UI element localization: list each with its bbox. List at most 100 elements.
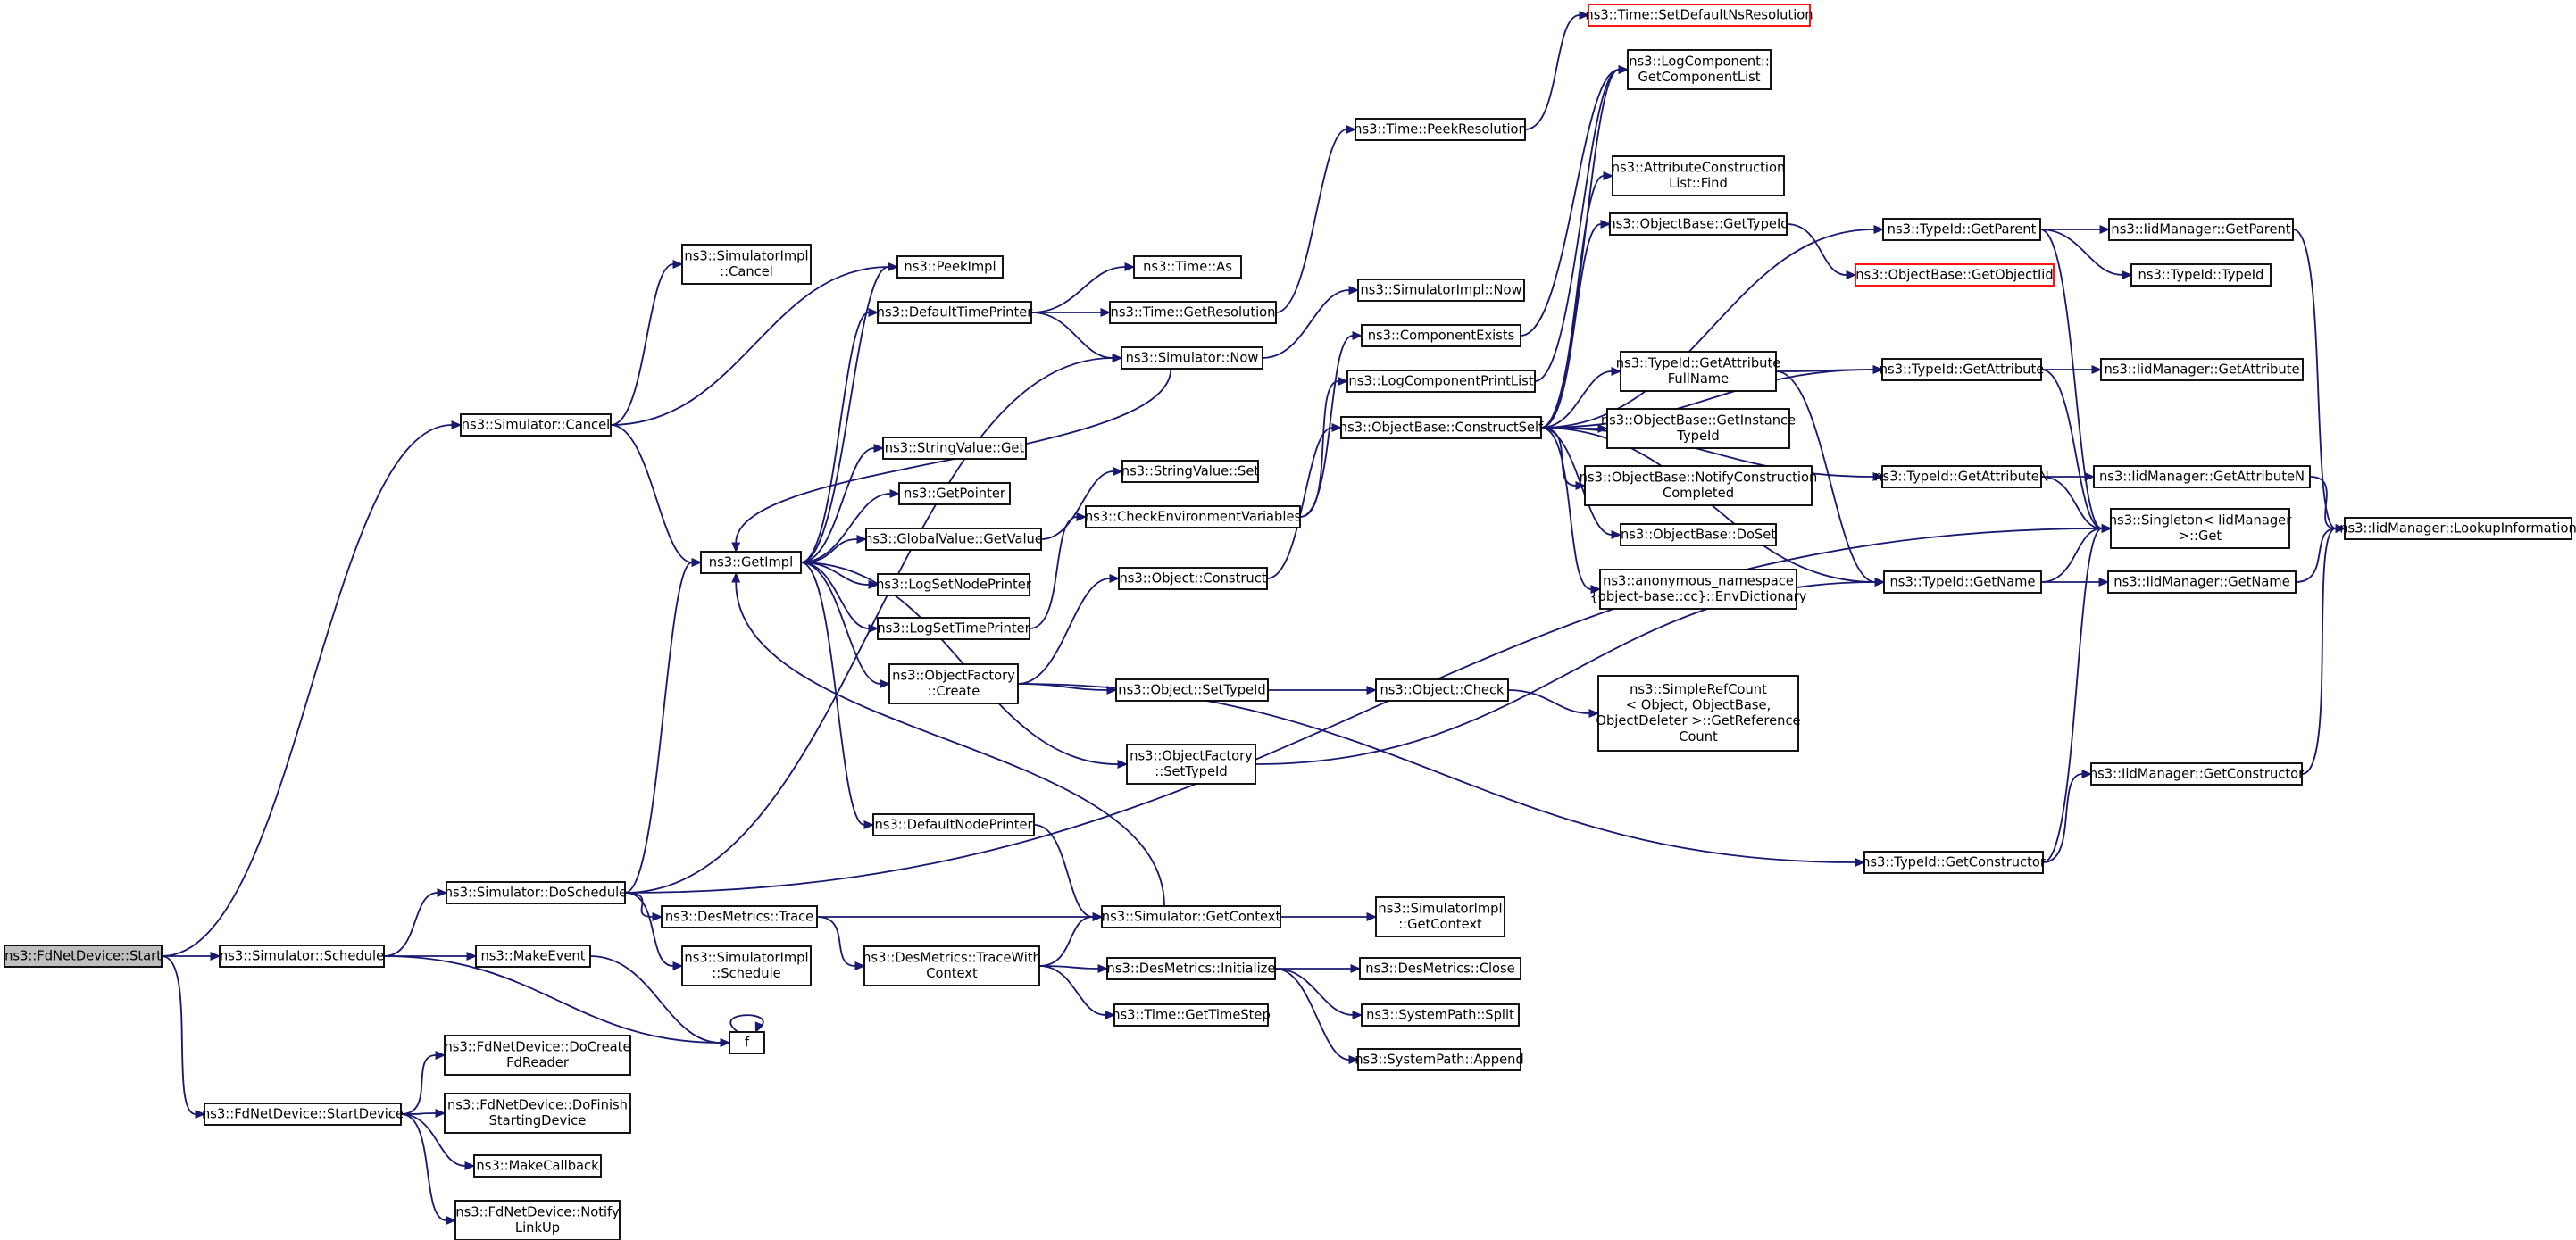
node-typeid-getname[interactable]: ns3::TypeId::GetName <box>1883 570 2042 594</box>
node-object-check[interactable]: ns3::Object::Check <box>1375 678 1509 702</box>
edge-arrowhead <box>1874 578 1886 587</box>
edge-arrowhead <box>1092 912 1104 921</box>
node-box <box>1612 155 1785 196</box>
node-label: ns3::TypeId::GetAttribute <box>1880 362 2045 377</box>
node-box <box>454 1200 621 1240</box>
node-iidmanager-lookupinformation[interactable]: ns3::IidManager::LookupInformation <box>2339 517 2576 540</box>
node-box <box>1620 351 1777 392</box>
node-box <box>444 1093 631 1134</box>
node-getimpl[interactable]: ns3::GetImpl <box>700 551 802 574</box>
node-label: ns3::Simulator::DoSchedule <box>445 885 628 900</box>
node-start[interactable]: ns3::FdNetDevice::Start <box>4 945 163 968</box>
node-iidmanager-getattributen[interactable]: ns3::IidManager::GetAttributeN <box>2093 465 2311 488</box>
node-label: ns3::DesMetrics::Initialize <box>1107 961 1276 976</box>
node-simulator-now[interactable]: ns3::Simulator::Now <box>1121 346 1263 370</box>
node-label: ns3::SystemPath::Append <box>1355 1052 1524 1067</box>
edge-arrowhead <box>754 1021 763 1034</box>
node-makeevent[interactable]: ns3::MakeEvent <box>475 945 591 968</box>
node-singleton-get[interactable]: ns3::Singleton< IidManager>::Get <box>2109 508 2292 549</box>
node-simimpl-getcontext[interactable]: ns3::SimulatorImpl::GetContext <box>1375 896 1505 937</box>
node-sim-cancel[interactable]: ns3::Simulator::Cancel <box>460 413 612 437</box>
edge-arrowhead <box>466 952 478 961</box>
node-desmetrics-initialize[interactable]: ns3::DesMetrics::Initialize <box>1106 957 1276 980</box>
node-typeid-getattributen[interactable]: ns3::TypeId::GetAttributeN <box>1874 465 2049 488</box>
node-setdefaultnsres[interactable]: ns3::Time::SetDefaultNsResolution <box>1585 4 1813 27</box>
node-objectbase-doset[interactable]: ns3::ObjectBase::DoSet <box>1620 523 1777 546</box>
node-systempath-split[interactable]: ns3::SystemPath::Split <box>1361 1003 1520 1027</box>
node-start-device[interactable]: ns3::FdNetDevice::StartDevice <box>202 1103 404 1126</box>
node-typeid-typeid[interactable]: ns3::TypeId::TypeId <box>2130 263 2272 287</box>
node-time-getresolution[interactable]: ns3::Time::GetResolution <box>1109 301 1277 324</box>
node-stringvalue-get[interactable]: ns3::StringValue::Get <box>882 437 1027 460</box>
node-typeid-getconstructor[interactable]: ns3::TypeId::GetConstructor <box>1862 851 2047 874</box>
node-sim-getcontext[interactable]: ns3::Simulator::GetContext <box>1101 905 1281 928</box>
node-label: ns3::Object::Check <box>1380 682 1505 697</box>
node-sim-schedule[interactable]: ns3::Simulator::Schedule <box>219 945 385 968</box>
node-peekimpl[interactable]: ns3::PeekImpl <box>896 255 1004 279</box>
edge-typeid-getattributefullname-to-typeid-getname <box>1775 370 1876 583</box>
node-label: ns3::IidManager::LookupInformation <box>2339 520 2576 536</box>
node-box <box>2107 570 2297 594</box>
node-iidmanager-getattribute[interactable]: ns3::IidManager::GetAttribute <box>2100 358 2304 381</box>
node-notifyconstructioncompleted[interactable]: ns3::ObjectBase::NotifyConstructionCompl… <box>1580 465 1818 506</box>
node-box <box>1375 896 1505 937</box>
node-simimpl-cancel[interactable]: ns3::SimulatorImpl::Cancel <box>681 244 812 285</box>
node-time-peekresolution[interactable]: ns3::Time::PeekResolution <box>1354 118 1527 141</box>
node-box <box>1361 1003 1520 1027</box>
node-typeid-getparent[interactable]: ns3::TypeId::GetParent <box>1882 218 2041 241</box>
node-logcomponentprintlist[interactable]: ns3::LogComponentPrintList <box>1346 370 1536 393</box>
node-simplerefcount[interactable]: ns3::SimpleRefCount< Object, ObjectBase,… <box>1596 675 1801 752</box>
node-objectbase-gettypeid[interactable]: ns3::ObjectBase::GetTypeId <box>1607 212 1789 236</box>
node-box <box>661 905 818 928</box>
node-object-settypeid[interactable]: ns3::Object::SetTypeId <box>1115 678 1269 702</box>
node-checkenvvars[interactable]: ns3::CheckEnvironmentVariables <box>1085 505 1301 528</box>
node-f[interactable]: f <box>729 1031 765 1054</box>
node-label: ::Cancel <box>720 264 773 279</box>
node-iidmanager-getname[interactable]: ns3::IidManager::GetName <box>2107 570 2297 594</box>
node-envdictionary[interactable]: ns3::anonymous_namespace{object-base::cc… <box>1590 569 1807 610</box>
node-globalvalue-getvalue[interactable]: ns3::GlobalValue::GetValue <box>864 528 1043 551</box>
edge-arrowhead <box>1331 423 1343 432</box>
node-defaulttimeprinter[interactable]: ns3::DefaultTimePrinter <box>877 301 1034 324</box>
edge-sim-cancel-to-simimpl-cancel <box>610 263 674 426</box>
node-label: Completed <box>1663 486 1734 501</box>
node-getcomponentlist[interactable]: ns3::LogComponent::GetComponentList <box>1627 49 1772 90</box>
edge-arrowhead <box>1588 709 1600 718</box>
edge-typeid-getparent-to-typeid-typeid <box>2039 229 2123 276</box>
node-systempath-append[interactable]: ns3::SystemPath::Append <box>1355 1048 1524 1071</box>
node-componentexists[interactable]: ns3::ComponentExists <box>1361 324 1521 347</box>
node-label: ::SetTypeId <box>1155 764 1227 779</box>
node-label: ns3::FdNetDevice::Notify <box>455 1205 620 1220</box>
node-defaultnodeprinter[interactable]: ns3::DefaultNodePrinter <box>872 813 1035 836</box>
node-typeid-getattribute[interactable]: ns3::TypeId::GetAttribute <box>1880 358 2045 381</box>
node-desmetrics-close[interactable]: ns3::DesMetrics::Close <box>1359 957 1521 980</box>
node-objectfactory-create[interactable]: ns3::ObjectFactory::Create <box>888 663 1019 704</box>
node-time-as[interactable]: ns3::Time::As <box>1133 255 1242 279</box>
node-objectfactory-settypeid[interactable]: ns3::ObjectFactory::SetTypeId <box>1126 744 1256 785</box>
node-doschedule[interactable]: ns3::Simulator::DoSchedule <box>445 881 628 904</box>
node-logsettimeprinter[interactable]: ns3::LogSetTimePrinter <box>877 617 1031 640</box>
node-label: ns3::TypeId::TypeId <box>2138 267 2264 282</box>
node-iidmanager-getconstructor[interactable]: ns3::IidManager::GetConstructor <box>2089 762 2305 786</box>
edge-getimpl-to-globalvalue-getvalue <box>800 538 858 563</box>
node-simimpl-now[interactable]: ns3::SimulatorImpl::Now <box>1357 279 1525 302</box>
node-getpointer[interactable]: ns3::GetPointer <box>898 482 1011 505</box>
node-logsetnodeprinter[interactable]: ns3::LogSetNodePrinter <box>876 573 1032 596</box>
node-label: Context <box>926 966 978 981</box>
node-constructself[interactable]: ns3::ObjectBase::ConstructSelf <box>1339 416 1544 439</box>
node-stringvalue-set[interactable]: ns3::StringValue::Set <box>1121 460 1260 483</box>
node-object-construct[interactable]: ns3::Object::Construct <box>1118 567 1268 590</box>
node-iidmanager-getparent[interactable]: ns3::IidManager::GetParent <box>2108 218 2294 241</box>
node-getobjectiid[interactable]: ns3::ObjectBase::GetObjectIid <box>1855 263 2055 287</box>
node-desmetrics-trace[interactable]: ns3::DesMetrics::Trace <box>661 905 818 928</box>
node-makecallback[interactable]: ns3::MakeCallback <box>473 1154 602 1178</box>
node-simimpl-schedule[interactable]: ns3::SimulatorImpl::Schedule <box>681 945 812 986</box>
node-time-gettimestep[interactable]: ns3::Time::GetTimeStep <box>1112 1003 1271 1027</box>
